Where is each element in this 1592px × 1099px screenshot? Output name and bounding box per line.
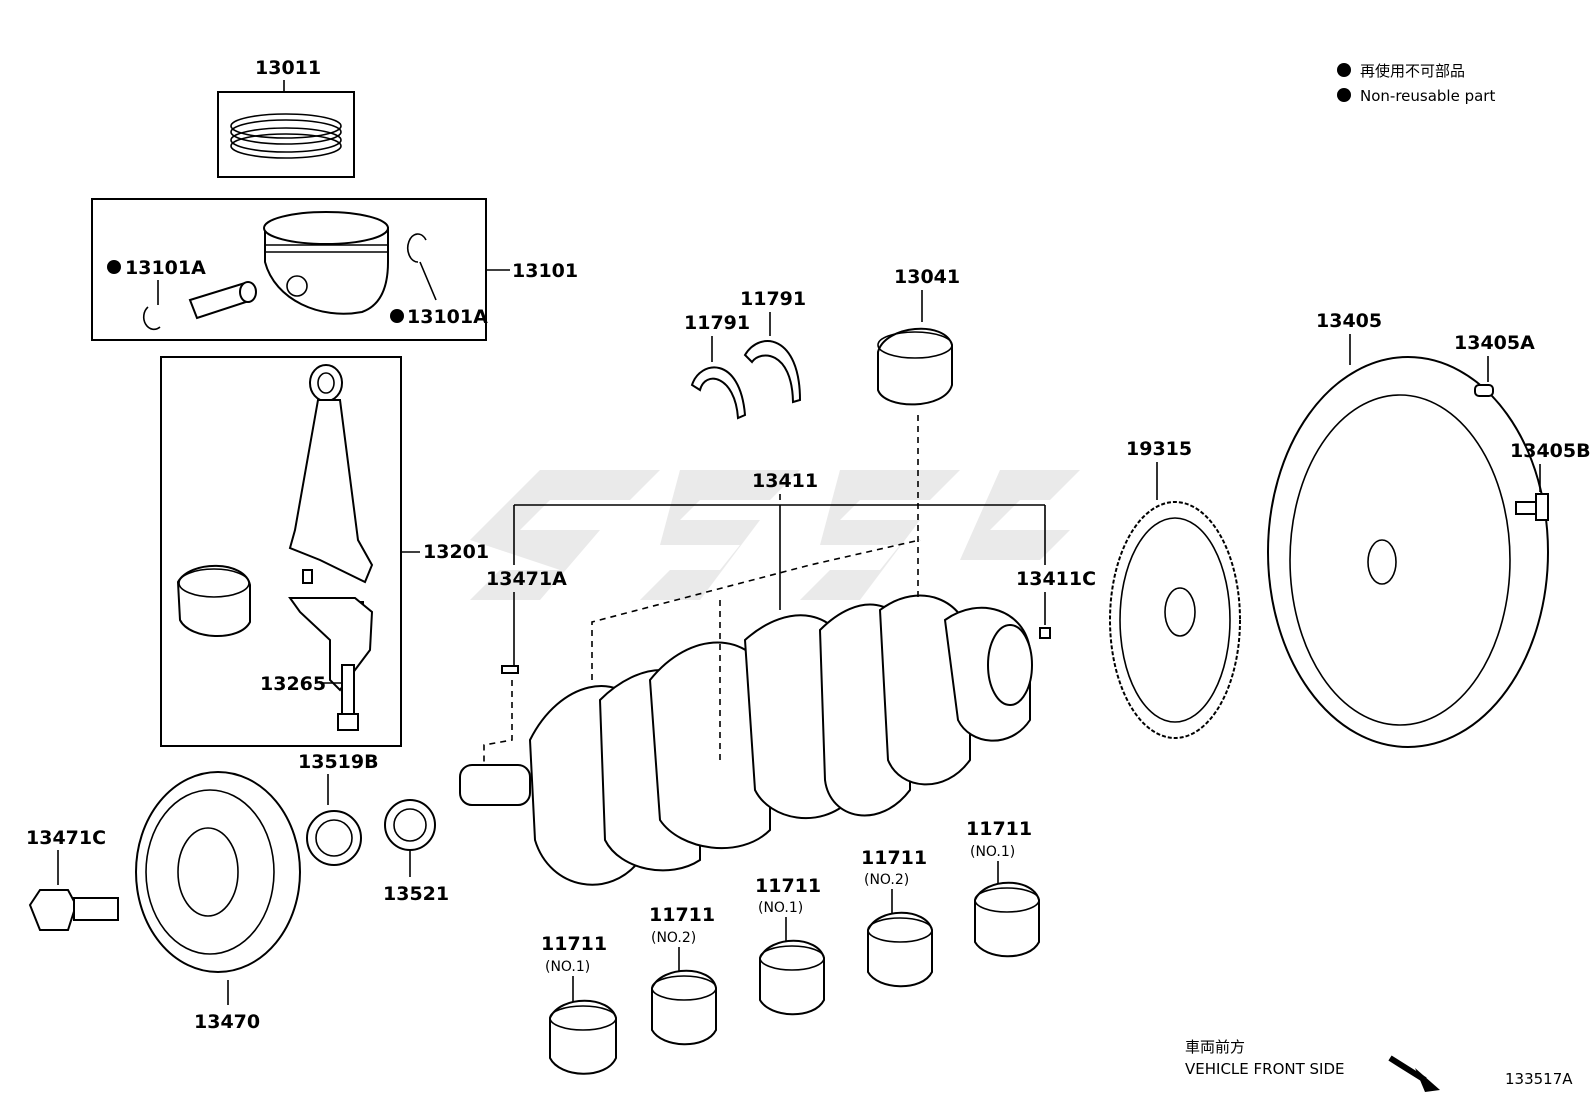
- direction-ja: 車両前方: [1185, 1038, 1245, 1056]
- flywheel-bolt-icon: [1515, 493, 1549, 521]
- crankshaft-bearing-13041-icon: [877, 327, 953, 406]
- crankshaft-icon: [459, 594, 1033, 886]
- legend-en: Non-reusable part: [1360, 87, 1495, 105]
- label-13521: 13521: [383, 883, 449, 905]
- connecting-rod-icon: [288, 364, 374, 692]
- non-reusable-icon: [390, 309, 404, 323]
- main-bearing-no2-icon: [651, 969, 717, 1046]
- piston-ring-set-box: [217, 91, 355, 178]
- label-11791-right: 11791: [740, 288, 806, 310]
- sublabel-bearing1: (NO.1): [545, 959, 590, 975]
- label-13519B: 13519B: [298, 751, 379, 773]
- snap-ring-right-icon: [407, 233, 427, 263]
- legend-bullet-icon: [1337, 88, 1351, 102]
- watermark-logo: [470, 470, 1080, 600]
- label-13411: 13411: [752, 470, 818, 492]
- label-13411C: 13411C: [1016, 568, 1096, 590]
- crank-pulley-icon: [135, 771, 301, 973]
- main-bearing-no1-icon: [974, 881, 1040, 958]
- connecting-rod-bearing-icon: [176, 564, 251, 637]
- sublabel-bearing3: (NO.1): [758, 900, 803, 916]
- label-11711-bearing4: 11711: [861, 847, 927, 869]
- sublabel-bearing2: (NO.2): [651, 930, 696, 946]
- non-reusable-icon: [107, 260, 121, 274]
- front-direction-arrow-icon: [1388, 1055, 1440, 1092]
- flywheel-pin-icon: [1474, 384, 1494, 397]
- thrust-washer-left-icon: [690, 366, 747, 420]
- snap-ring-left-icon: [142, 306, 161, 331]
- label-13101A-left: 13101A: [125, 257, 206, 279]
- sublabel-bearing5: (NO.1): [970, 844, 1015, 860]
- label-13041: 13041: [894, 266, 960, 288]
- label-13101: 13101: [512, 260, 578, 282]
- label-11711-bearing1: 11711: [541, 933, 607, 955]
- main-bearing-no1-icon: [549, 999, 617, 1075]
- label-11711-bearing3: 11711: [755, 875, 821, 897]
- label-13265: 13265: [260, 673, 326, 695]
- piston-pin-icon: [188, 281, 257, 320]
- crank-sprocket-icon: [306, 810, 362, 866]
- timing-rotor-icon: [1109, 501, 1241, 739]
- label-13011: 13011: [255, 57, 321, 79]
- label-13405A: 13405A: [1454, 332, 1535, 354]
- label-19315: 19315: [1126, 438, 1192, 460]
- crank-gear-icon: [384, 799, 436, 851]
- legend-ja: 再使用不可部品: [1360, 62, 1465, 80]
- label-13471A: 13471A: [486, 568, 567, 590]
- crank-pin-icon: [1039, 627, 1051, 639]
- piston-icon: [263, 211, 389, 315]
- label-13470: 13470: [194, 1011, 260, 1033]
- pulley-bolt-icon: [28, 889, 119, 931]
- main-bearing-no2-icon: [867, 911, 933, 988]
- label-13405B: 13405B: [1510, 440, 1591, 462]
- thrust-washer-right-icon: [743, 340, 802, 404]
- label-13405: 13405: [1316, 310, 1382, 332]
- piston-ring-set-icon: [230, 113, 342, 159]
- label-11791-left: 11791: [684, 312, 750, 334]
- label-13101A-right: 13101A: [407, 306, 488, 328]
- label-13471C: 13471C: [26, 827, 106, 849]
- sublabel-bearing4: (NO.2): [864, 872, 909, 888]
- rod-bolt-icon: [337, 664, 359, 731]
- legend-bullet-icon: [1337, 63, 1351, 77]
- label-13201: 13201: [423, 541, 489, 563]
- main-bearing-no1-icon: [759, 939, 825, 1016]
- label-11711-bearing5: 11711: [966, 818, 1032, 840]
- direction-en: VEHICLE FRONT SIDE: [1185, 1060, 1345, 1078]
- flywheel-icon: [1267, 356, 1549, 748]
- figure-id: 133517A: [1505, 1070, 1573, 1088]
- crank-key-icon: [501, 665, 519, 674]
- label-11711-bearing2: 11711: [649, 904, 715, 926]
